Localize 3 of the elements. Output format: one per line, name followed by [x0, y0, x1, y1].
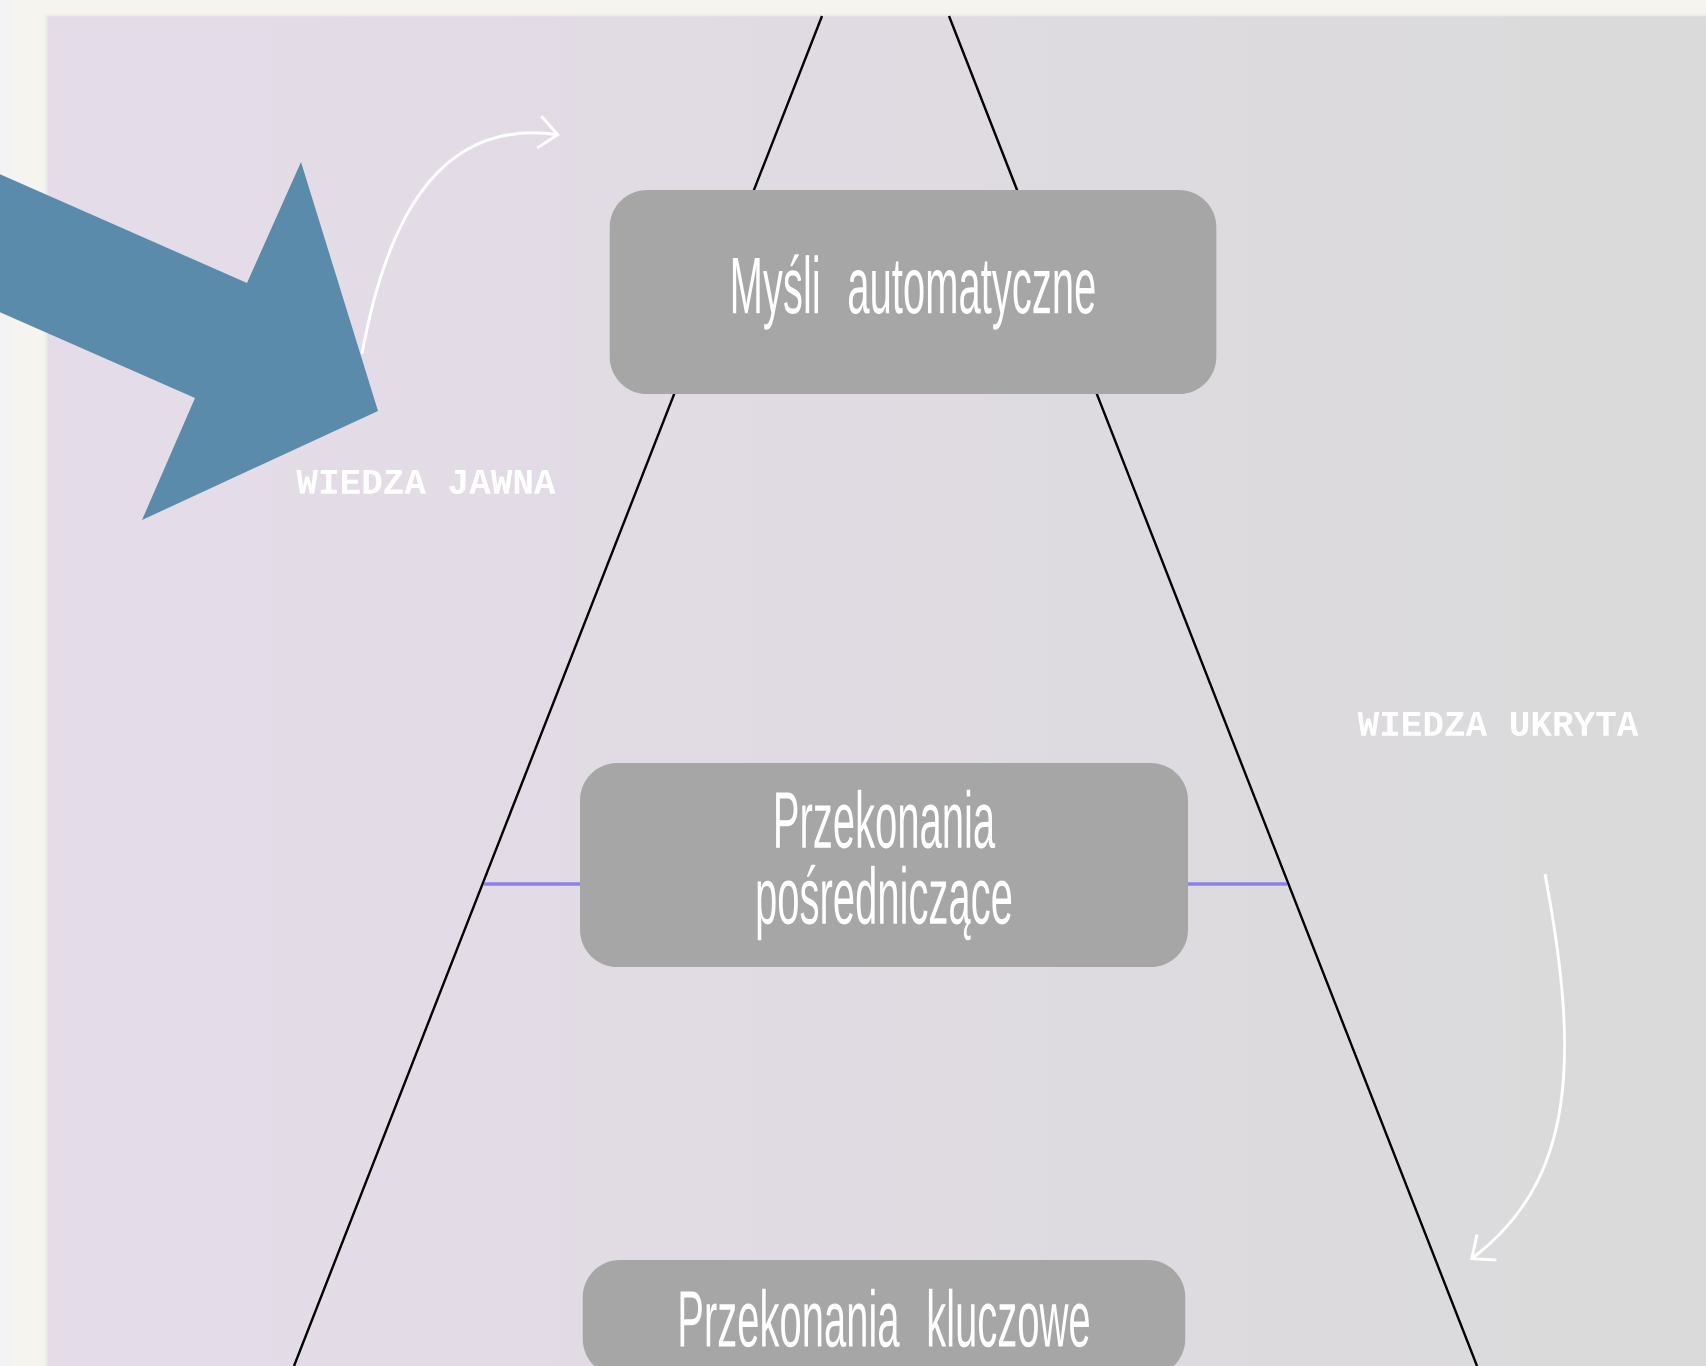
rounded-box: Przekonania pośredniczące: [580, 763, 1188, 967]
rounded-box: Myśli automatyczne: [609, 190, 1217, 394]
rounded-box: Przekonania kluczowe: [582, 1260, 1186, 1366]
